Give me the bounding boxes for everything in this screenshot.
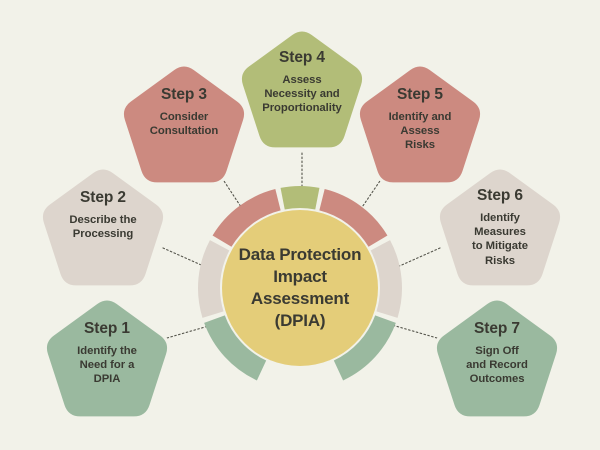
connector-line-step-7 (391, 324, 438, 339)
connector-line-step-6 (394, 247, 441, 269)
hub-circle-layer (222, 210, 378, 366)
ring-segment-step-4[interactable] (280, 185, 320, 210)
connector-line-step-5 (355, 177, 383, 217)
ring-segment-step-1[interactable] (204, 315, 267, 381)
step-2-shape[interactable] (42, 169, 164, 286)
step-5-shape[interactable] (359, 66, 481, 183)
ring-segment-step-7[interactable] (333, 315, 396, 381)
hub-circle[interactable] (222, 210, 378, 366)
step-6-shape[interactable] (439, 169, 561, 286)
pentagon-layer (39, 28, 564, 420)
ring-segment-step-5[interactable] (319, 189, 388, 247)
connector-line-step-2 (162, 247, 209, 269)
connector-line-step-1 (166, 324, 213, 339)
progress-ring (198, 185, 402, 381)
step-4-shape[interactable] (241, 31, 363, 148)
ring-segment-step-6[interactable] (370, 240, 402, 318)
ring-segment-step-3[interactable] (212, 189, 281, 247)
step-1-shape[interactable] (46, 300, 168, 417)
step-3-shape[interactable] (123, 66, 245, 183)
ring-segment-step-2[interactable] (198, 240, 230, 318)
step-7-shape[interactable] (436, 300, 558, 417)
